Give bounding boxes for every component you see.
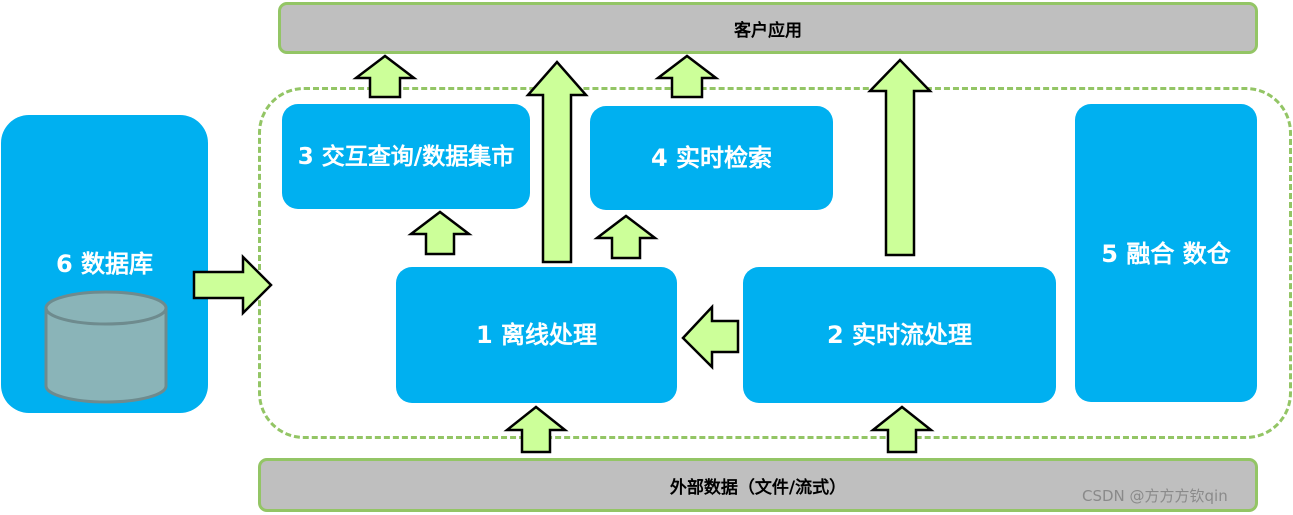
watermark-text: CSDN @方方方钦qin [1082, 487, 1228, 505]
realtime-stream-label: 2 实时流处理 [826, 321, 973, 349]
up-arrow-icon [525, 60, 589, 264]
database-label: 6 数据库 [55, 250, 154, 278]
client-app-bar: 客户应用 [278, 2, 1258, 54]
up-arrow-icon [503, 405, 569, 454]
up-arrow-icon [867, 58, 933, 257]
up-arrow-icon [352, 54, 418, 99]
database-cylinder-icon [44, 290, 168, 404]
left-arrow-icon [681, 303, 740, 371]
up-arrow-icon [593, 214, 659, 260]
fusion-warehouse-label: 5 融合 数仓 [1101, 240, 1231, 268]
offline-processing-box: 1 离线处理 [396, 267, 677, 403]
offline-processing-label: 1 离线处理 [475, 321, 598, 349]
fusion-warehouse-box: 5 融合 数仓 [1075, 104, 1257, 402]
external-data-label: 外部数据（文件/流式） [669, 477, 847, 498]
up-arrow-icon [654, 54, 720, 99]
client-app-label: 客户应用 [734, 20, 802, 41]
external-data-bar: 外部数据（文件/流式） [258, 458, 1258, 512]
up-arrow-icon [407, 210, 473, 256]
interactive-query-label: 3 交互查询/数据集市 [297, 143, 515, 170]
realtime-search-box: 4 实时检索 [590, 106, 833, 210]
platform-container [258, 87, 1292, 439]
up-arrow-icon [869, 405, 935, 454]
right-arrow-icon [192, 253, 273, 317]
interactive-query-box: 3 交互查询/数据集市 [282, 104, 530, 209]
realtime-stream-box: 2 实时流处理 [743, 267, 1056, 403]
realtime-search-label: 4 实时检索 [650, 144, 773, 172]
